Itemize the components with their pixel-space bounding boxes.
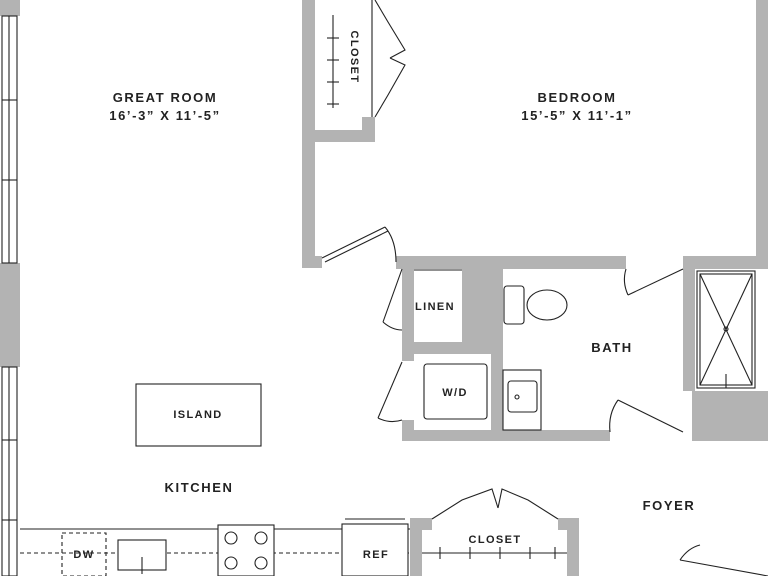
refrigerator-label: REF <box>363 549 389 561</box>
wd-right-wall <box>491 256 503 441</box>
entry-door-swing <box>679 544 701 561</box>
bedroom-closet-jamb <box>362 117 375 142</box>
foyer-label: FOYER <box>643 498 696 513</box>
bath-door-leaf <box>627 268 684 296</box>
bath-label: BATH <box>591 340 633 355</box>
washer-dryer-label: W/D <box>442 387 468 399</box>
range-cooktop <box>217 524 275 576</box>
linen-label: LINEN <box>415 301 455 313</box>
fixtures <box>20 15 756 576</box>
doors <box>321 0 768 576</box>
labels: GREAT ROOM 16’-3” X 11’-5” BEDROOM 15’-5… <box>73 30 696 561</box>
kitchen-label: KITCHEN <box>165 480 234 495</box>
foyer-closet-right-wall <box>567 518 579 576</box>
dishwasher-label: DW <box>73 549 94 561</box>
linen-door-swing <box>382 321 403 331</box>
bath-top-wall-right <box>683 256 768 269</box>
foyer-closet-left-cap <box>410 518 432 530</box>
foyer-closet-bifold-right <box>497 488 559 520</box>
island-label: ISLAND <box>173 409 222 421</box>
bedroom-door-leaf <box>321 226 386 259</box>
entry-door-leaf <box>679 559 768 576</box>
burner-icon <box>254 531 268 545</box>
bedroom-dimensions: 15’-5” X 11’-1” <box>521 108 632 123</box>
right-exterior-wall <box>756 0 768 262</box>
shower-drain-icon <box>723 326 729 332</box>
bath-door-swing <box>623 268 629 296</box>
kitchen-island <box>135 383 262 447</box>
windows <box>1 15 18 576</box>
washer-dryer-unit <box>423 363 488 420</box>
dishwasher-outline <box>61 532 107 576</box>
great-room-dimensions: 16’-3” X 11’-5” <box>109 108 220 123</box>
bedroom-closet-bifold-bottom <box>374 57 406 118</box>
bedroom-door-swing <box>384 226 397 263</box>
bath-sink <box>507 380 538 413</box>
bedroom-closet-label: CLOSET <box>348 30 360 83</box>
burner-icon <box>224 556 238 570</box>
wd-door-swing <box>377 417 403 423</box>
foyer-closet-label: CLOSET <box>468 534 521 546</box>
shower-left-wall <box>683 256 695 391</box>
toilet-bowl <box>526 289 568 321</box>
left-exterior-wall-mid <box>0 263 20 367</box>
bath-bottom-wall <box>402 430 610 441</box>
bedroom-label: BEDROOM <box>537 90 616 105</box>
bath-bottom-door-swing <box>609 399 619 433</box>
bedroom-closet-bottom-wall <box>302 130 375 142</box>
burner-icon <box>254 556 268 570</box>
bath-bottom-door-leaf <box>617 399 684 433</box>
bedroom-closet-bifold-top <box>374 0 406 59</box>
linen-left-wall <box>402 256 414 361</box>
left-exterior-wall-top <box>0 0 20 16</box>
great-room-label: GREAT ROOM <box>113 90 218 105</box>
bath-top-wall-left <box>396 256 626 269</box>
foyer-closet-right-cap <box>558 518 579 530</box>
refrigerator-unit <box>341 523 409 576</box>
bedroom-partition-foot <box>302 256 322 268</box>
linen-door-leaf <box>382 268 403 323</box>
burner-icon <box>224 531 238 545</box>
wd-door-leaf <box>377 361 403 419</box>
foyer-closet-bifold-left <box>431 488 499 520</box>
foyer-closet-left-wall <box>410 518 422 576</box>
shower-bottom-block <box>692 391 768 441</box>
toilet-tank <box>503 285 525 325</box>
